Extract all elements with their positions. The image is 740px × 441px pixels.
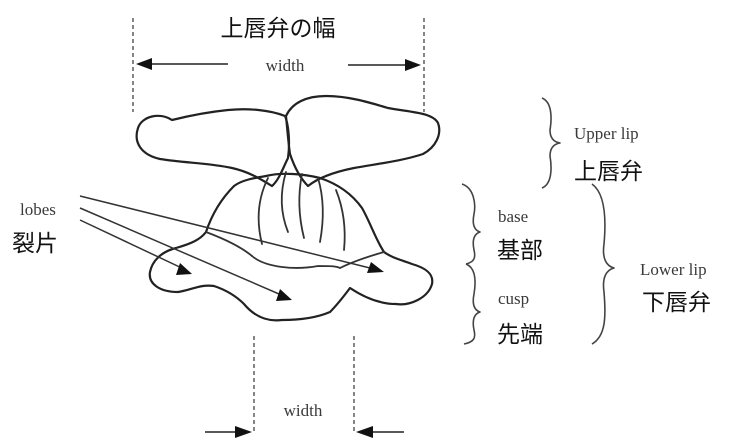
lobes-pointer-left-head	[176, 263, 192, 275]
lower-lip-label: Lower lip	[640, 260, 707, 279]
lobes-pointer-right	[79, 195, 379, 271]
base-label: base	[498, 207, 528, 226]
bottom-width-label: width	[284, 401, 323, 420]
lobes-pointer-center	[79, 207, 287, 298]
lower-lip-brace	[591, 183, 615, 345]
cusp-label: cusp	[498, 289, 529, 308]
lower-lip-base-fold-left	[205, 231, 253, 257]
base-label-ja: 基部	[497, 238, 543, 264]
lower-lip-outline	[148, 172, 434, 322]
lobes-label-ja: 裂片	[12, 231, 58, 257]
upper-lip-label-ja: 上唇弁	[574, 159, 643, 185]
upper-lip-left-lobe	[135, 108, 291, 188]
upper-lip-brace	[541, 97, 561, 189]
bottom-width-left-arrowhead	[235, 426, 252, 438]
lobes-pointer-right-head	[367, 262, 384, 273]
top-width-label: width	[266, 56, 305, 75]
lobes-pointer-left	[79, 219, 187, 271]
upper-lip-width-title: 上唇弁の幅	[221, 16, 336, 42]
lower-lip-vein-right-outer	[335, 189, 346, 251]
upper-lip-drawing	[135, 94, 441, 188]
lower-lip-cusp-fold	[251, 255, 341, 269]
lobes-pointer-center-head	[276, 289, 292, 301]
top-width-left-arrowhead	[136, 58, 152, 70]
lower-lip-drawing	[148, 171, 434, 322]
lobes-label: lobes	[20, 200, 56, 219]
lower-lip-base-fold-right	[339, 251, 385, 269]
top-width-right-arrowhead	[405, 59, 421, 71]
lower-lip-vein-right-inner	[317, 177, 324, 243]
upper-lip-label: Upper lip	[574, 124, 639, 143]
cusp-label-ja: 先端	[497, 322, 543, 348]
lower-lip-vein-left-outer	[257, 177, 269, 245]
upper-lip-right-lobe	[284, 94, 441, 188]
lower-lip-label-ja: 下唇弁	[642, 290, 711, 316]
lower-lip-vein-center	[298, 173, 305, 239]
base-brace	[461, 183, 481, 265]
lower-lip-vein-left-inner	[280, 171, 289, 233]
bottom-width-right-arrowhead	[356, 426, 373, 438]
cusp-brace	[463, 263, 481, 345]
